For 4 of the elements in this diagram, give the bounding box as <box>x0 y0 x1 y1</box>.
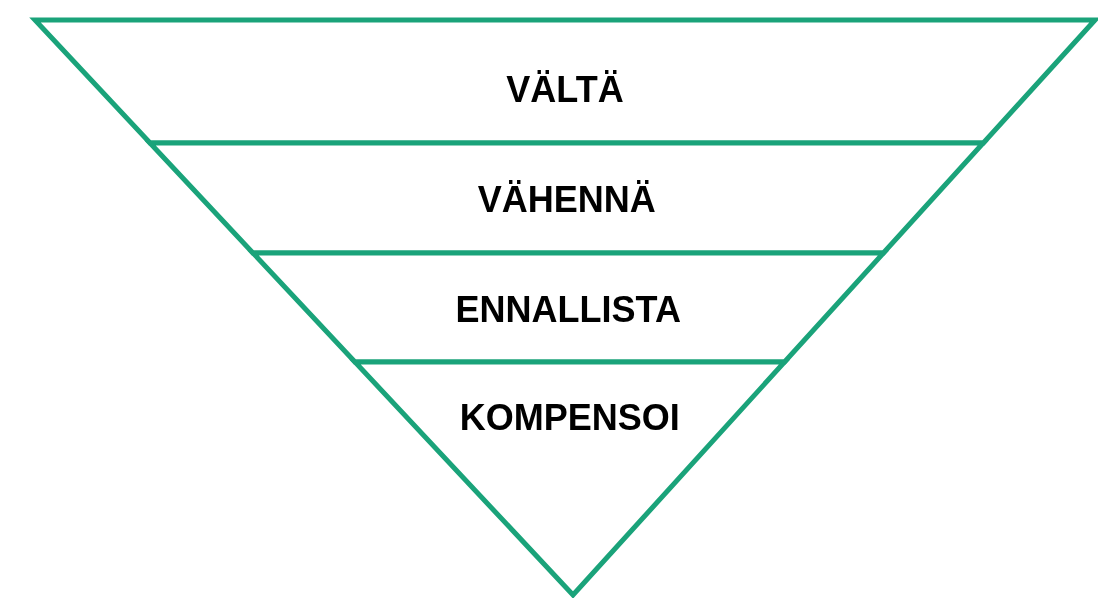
band-label: ENNALLISTA <box>455 290 681 330</box>
band-label: KOMPENSOI <box>459 398 680 438</box>
band-label: VÄLTÄ <box>506 70 624 110</box>
band-label: VÄHENNÄ <box>477 180 656 220</box>
